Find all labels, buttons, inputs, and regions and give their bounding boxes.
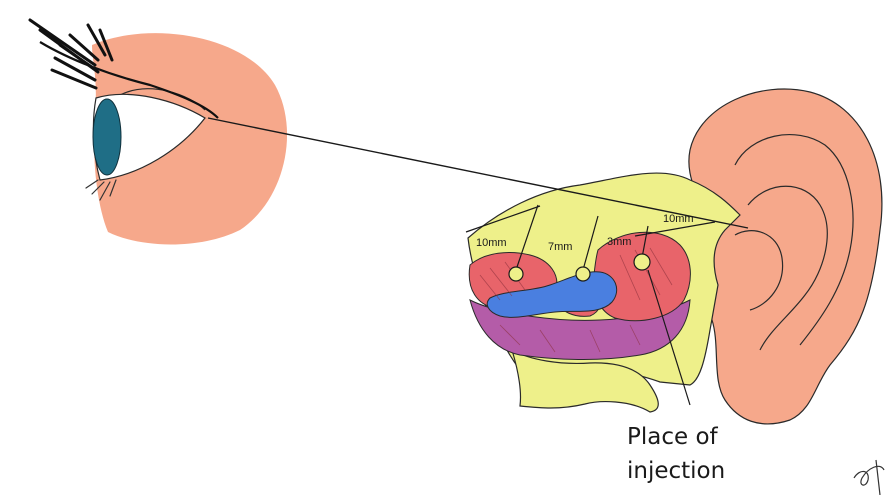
label-10mm-left: 10mm <box>476 237 507 249</box>
caption-line-1: Place of <box>627 420 827 454</box>
label-3mm: 3mm <box>607 236 631 248</box>
label-7mm: 7mm <box>548 241 572 253</box>
signature-mark <box>854 460 884 495</box>
caption-line-2: injection <box>627 454 827 488</box>
injection-caption: Place of injection <box>627 420 827 488</box>
ear-illustration <box>689 89 882 424</box>
label-10mm-right: 10mm <box>663 213 694 225</box>
point-left <box>509 267 523 281</box>
iris <box>93 99 121 175</box>
eye-illustration <box>30 20 287 245</box>
ear-outer <box>689 89 882 424</box>
reference-line <box>208 118 748 228</box>
point-mid <box>576 267 590 281</box>
point-injection <box>634 254 650 270</box>
